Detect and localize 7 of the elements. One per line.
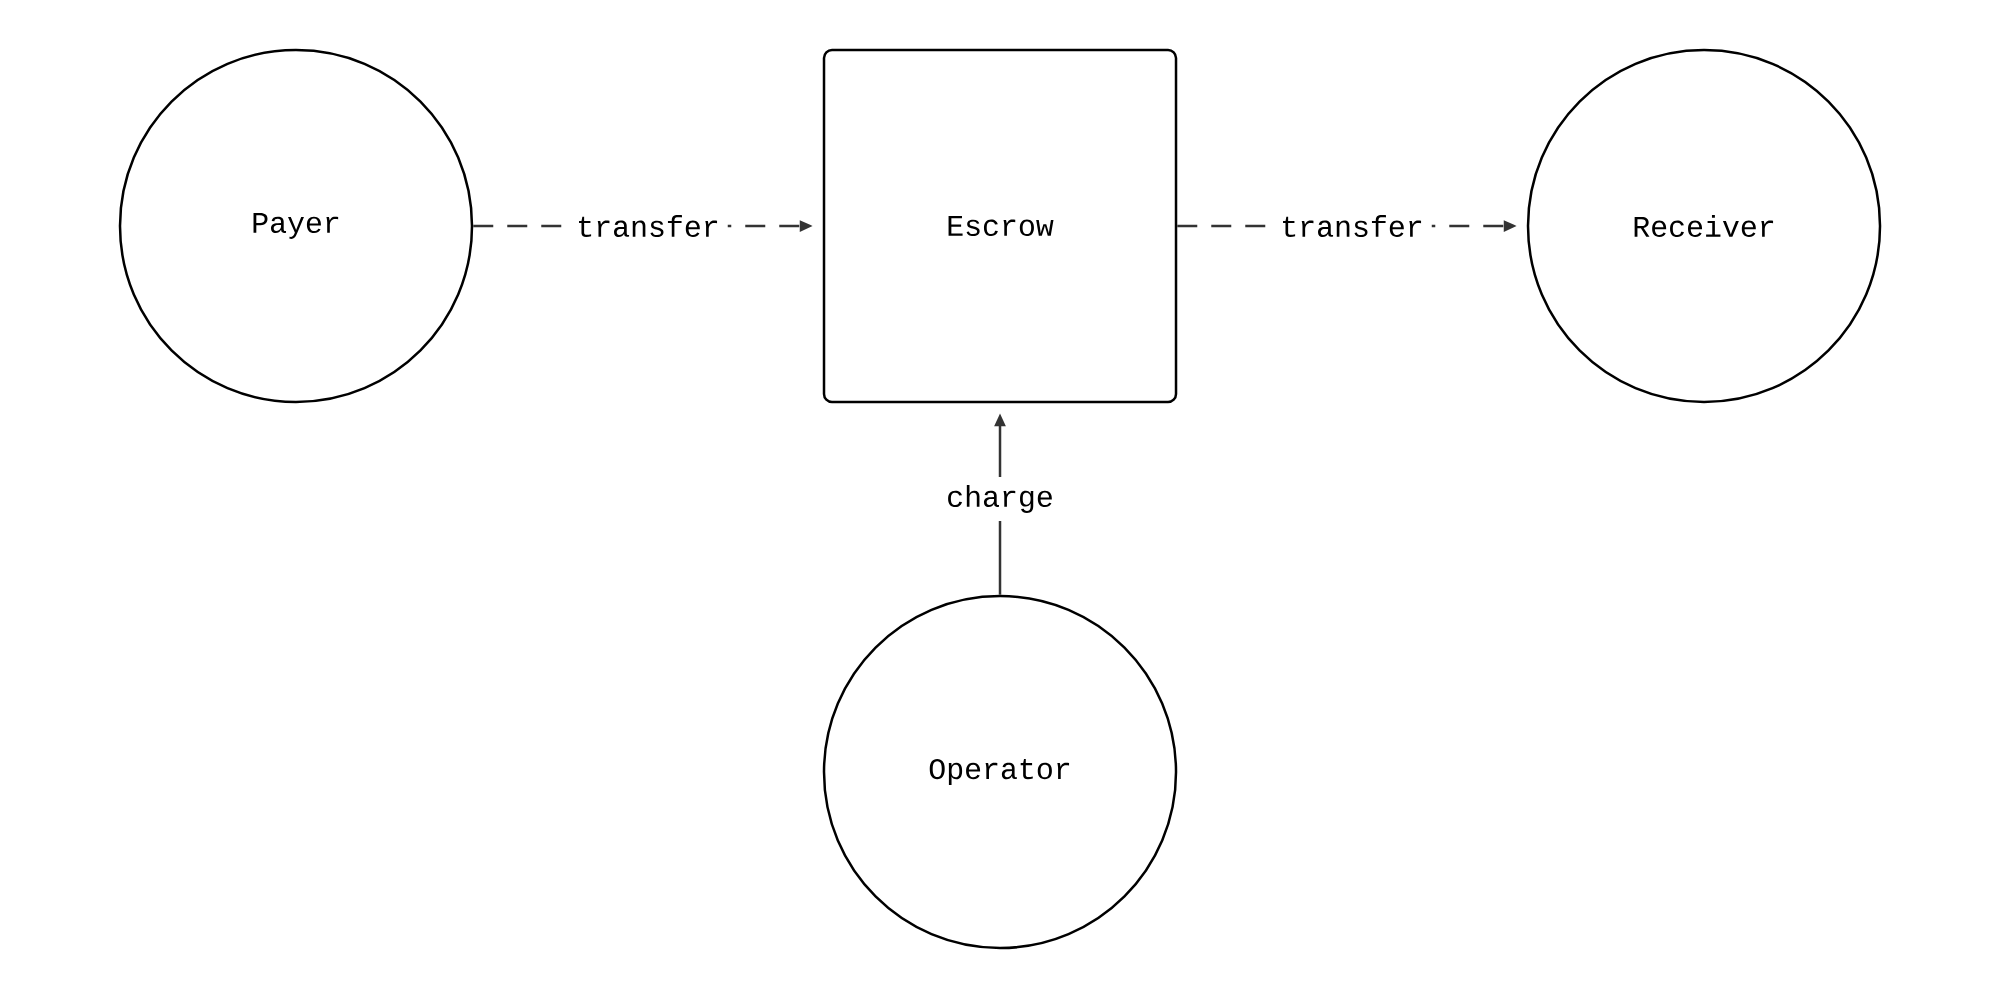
process-box: Escrow xyxy=(822,48,1178,404)
circle-node: Payer xyxy=(118,48,474,404)
circle-node: Receiver xyxy=(1526,48,1882,404)
edge-label: transfer xyxy=(568,207,728,245)
edge-label: transfer xyxy=(1272,207,1432,245)
edge-label: charge xyxy=(938,477,1062,521)
circle-node: Operator xyxy=(822,594,1178,950)
